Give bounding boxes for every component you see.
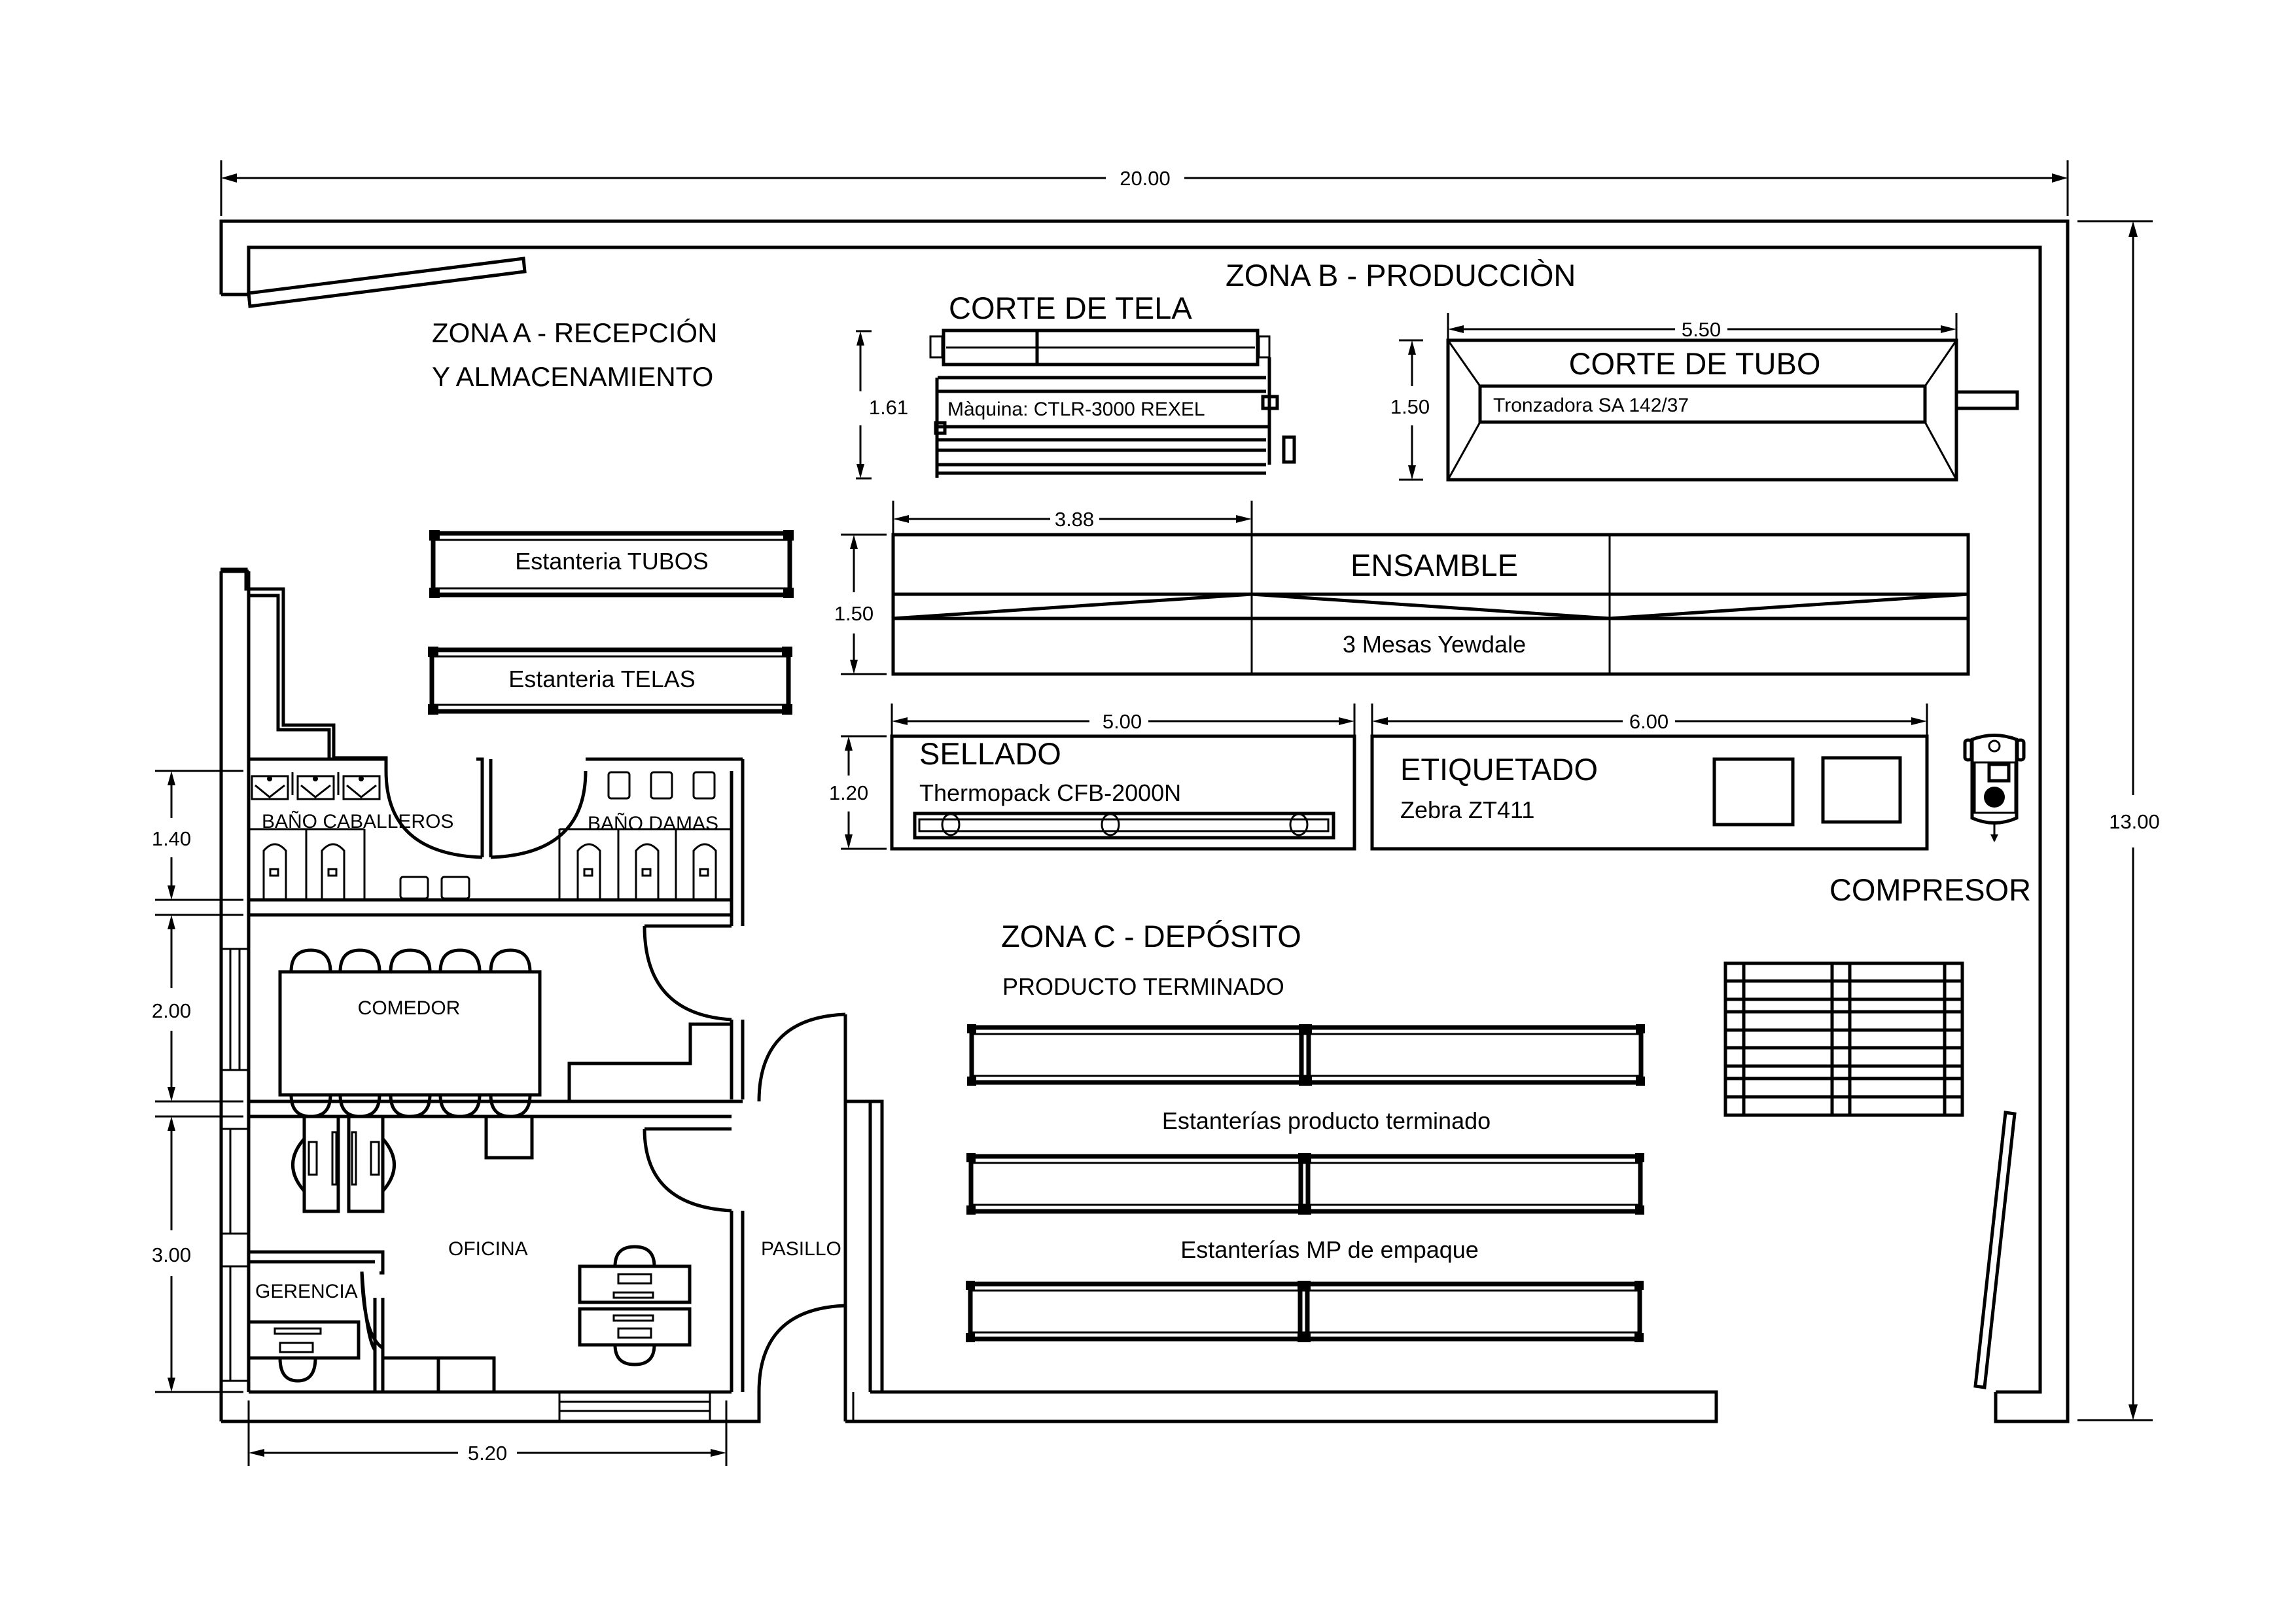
ensamble-dim-height: 1.50 (834, 602, 874, 625)
room-label-gerencia: GERENCIA (255, 1281, 358, 1302)
toilet-icon (321, 843, 345, 900)
zone-c-label: ZONA C - DEPÓSITO (1001, 919, 1301, 954)
urinal-icon (440, 876, 470, 900)
dimension-overall-height: 13.00 (2077, 220, 2160, 1421)
ensamble-detail: 3 Mesas Yewdale (1343, 631, 1526, 658)
ensamble-dim-width: 3.88 (1055, 508, 1094, 531)
zone-a-label-line1: ZONA A - RECEPCIÓN (432, 317, 717, 348)
main-gate-bottom-right[interactable] (1973, 1111, 2017, 1389)
chair-icon (289, 948, 332, 972)
sellado-dim-height: 1.20 (829, 781, 868, 804)
room-label-pasillo: PASILLO (761, 1238, 841, 1260)
sellado-dim-width: 5.00 (1103, 710, 1142, 733)
dimension-overall-width: 20.00 (220, 160, 2069, 216)
dim-label-admin-width: 5.20 (468, 1442, 507, 1465)
dimension-admin-width: 5.20 (247, 1400, 728, 1466)
admin-block-walls (219, 567, 761, 1423)
dim-label-13: 13.00 (2109, 810, 2160, 833)
sink-icon (342, 775, 381, 800)
corte-tela-title: CORTE DE TELA (949, 291, 1192, 325)
toilet-icon (692, 843, 717, 900)
corte-tela-dim-height: 1.61 (869, 396, 908, 419)
shelf-producto-terminado-row2[interactable] (966, 1153, 1644, 1215)
chair-icon (438, 948, 482, 972)
sellado-machine: Thermopack CFB-2000N (919, 779, 1181, 806)
chair-icon (338, 948, 381, 972)
room-label-oficina: OFICINA (448, 1238, 528, 1260)
chair-icon (389, 1094, 432, 1118)
corte-tela-machine: Màquina: CTLR-3000 REXEL (947, 399, 1205, 420)
chair-icon (389, 948, 432, 972)
chair-icon (438, 1094, 482, 1118)
pallet-rack-grid[interactable] (1723, 961, 1964, 1117)
shelf-telas[interactable]: Estanteria TELAS (428, 647, 792, 715)
dim-label-comedor: 2.00 (152, 999, 191, 1022)
corte-tubo-dim-height: 1.50 (1390, 395, 1430, 418)
dim-label-banos: 1.40 (152, 827, 191, 850)
sink-icon (251, 775, 289, 800)
room-label-bano-caballeros: BAÑO CABALLEROS (262, 810, 453, 832)
exterior-walls (219, 219, 2070, 1423)
etiquetado-dim-width: 6.00 (1629, 710, 1669, 733)
office-furniture (247, 1115, 692, 1394)
sink-icon (296, 775, 335, 800)
dim-label-20: 20.00 (1120, 167, 1171, 190)
toilet-icon (635, 843, 660, 900)
shelf-mp-empaque-row[interactable] (966, 1281, 1644, 1342)
bathroom-fixtures (249, 771, 732, 900)
chair-icon (489, 948, 532, 972)
corte-tubo-title: CORTE DE TUBO (1569, 346, 1821, 381)
shelf-telas-label: Estanteria TELAS (508, 666, 696, 692)
sink-icon (607, 771, 631, 800)
zone-b-label: ZONA B - PRODUCCIÒN (1226, 258, 1576, 293)
sink-icon (650, 771, 673, 800)
ensamble-title: ENSAMBLE (1351, 548, 1518, 582)
dim-label-oficina: 3.00 (152, 1243, 191, 1266)
shelf-producto-terminado-label: Estanterías producto terminado (1162, 1107, 1491, 1134)
corte-tubo-machine: Tronzadora SA 142/37 (1493, 395, 1689, 416)
dimension-banos-height: 1.40 (152, 770, 243, 901)
door-pasillo-north[interactable] (757, 1012, 847, 1102)
compresor-title: COMPRESOR (1829, 872, 2031, 907)
toilet-icon (262, 843, 287, 900)
station-compresor[interactable]: COMPRESOR (1829, 734, 2031, 908)
sink-icon (692, 771, 716, 800)
station-corte-tela[interactable]: CORTE DE TELA 1.61 Màquina: CTLR-3000 RE… (856, 291, 1296, 480)
chair-icon (489, 1094, 532, 1118)
dimension-comedor-height: 2.00 (152, 914, 243, 1103)
station-etiquetado[interactable]: 6.00 ETIQUETADO Zebra ZT411 (1370, 704, 1929, 851)
shelf-tubos[interactable]: Estanteria TUBOS (429, 530, 794, 598)
chair-icon (289, 1094, 332, 1118)
corte-tubo-dim-width: 5.50 (1682, 318, 1721, 341)
sellado-title: SELLADO (919, 736, 1061, 771)
door-comedor[interactable] (643, 924, 732, 1022)
door-oficina[interactable] (643, 1127, 732, 1213)
station-sellado[interactable]: 5.00 1.20 SELLADO Thermopack CFB-2000N (829, 704, 1356, 851)
shelf-tubos-label: Estanteria TUBOS (515, 548, 708, 575)
etiquetado-machine: Zebra ZT411 (1400, 796, 1534, 823)
station-ensamble[interactable]: 3.88 1.50 ENSAMBLE 3 Mesas Yewdale (834, 501, 1970, 676)
dining-table (278, 948, 542, 1118)
door-bano-damas[interactable] (490, 770, 588, 859)
door-gerencia[interactable] (360, 1271, 384, 1351)
door-pasillo-south[interactable] (757, 1304, 847, 1393)
room-label-comedor: COMEDOR (358, 997, 461, 1019)
shelf-mp-empaque-label: Estanterías MP de empaque (1180, 1236, 1479, 1263)
urinal-icon (399, 876, 429, 900)
etiquetado-title: ETIQUETADO (1400, 752, 1598, 787)
main-gate-top-left[interactable] (247, 257, 527, 308)
chair-icon (338, 1094, 381, 1118)
shelf-producto-terminado-row1[interactable] (967, 1024, 1645, 1086)
room-label-bano-damas: BAÑO DAMAS (588, 812, 718, 834)
dimension-oficina-height: 3.00 (152, 1115, 243, 1393)
station-corte-tubo[interactable]: 5.50 1.50 CORTE DE TUBO Tronzadora SA 14… (1390, 313, 2019, 482)
zone-a-label-line2: Y ALMACENAMIENTO (432, 361, 713, 392)
toilet-icon (576, 843, 601, 900)
door-bano-caballeros[interactable] (384, 770, 483, 859)
compressor-icon (1963, 734, 2026, 842)
zone-c-sublabel: PRODUCTO TERMINADO (1002, 973, 1284, 1000)
